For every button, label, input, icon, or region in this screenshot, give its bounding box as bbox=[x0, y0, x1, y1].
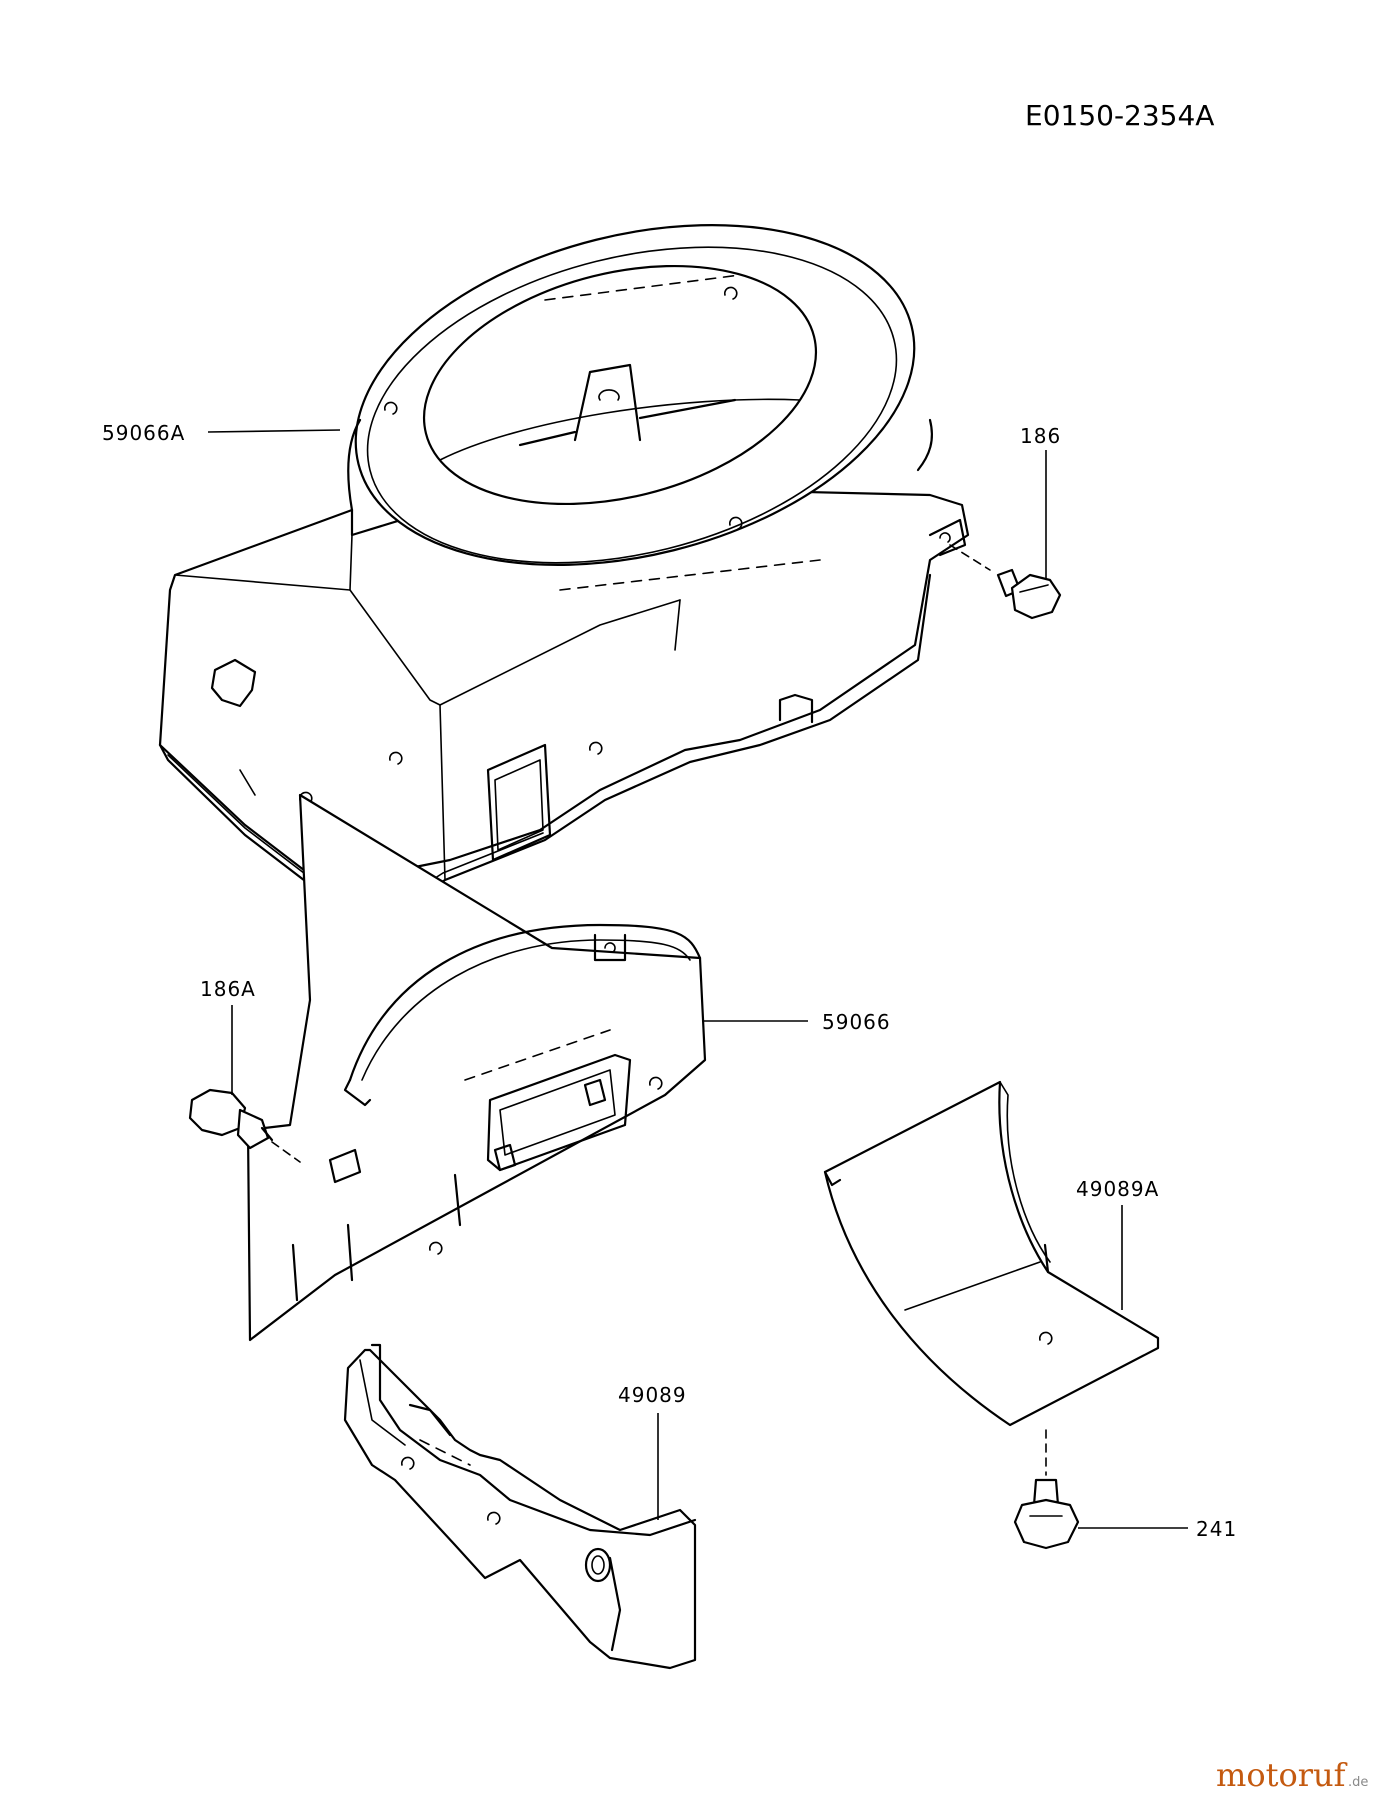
part-label-59066A[interactable]: 59066A bbox=[102, 421, 185, 445]
part-label-241[interactable]: 241 bbox=[1196, 1517, 1237, 1541]
part-label-186[interactable]: 186 bbox=[1020, 424, 1061, 448]
watermark-brand: motoruf bbox=[1216, 1756, 1348, 1794]
blower-housing-drawing bbox=[158, 224, 970, 917]
watermark: motoruf .de bbox=[1216, 1756, 1368, 1794]
part-label-49089[interactable]: 49089 bbox=[618, 1383, 687, 1407]
watermark-suffix: .de bbox=[1348, 1775, 1368, 1790]
bolt-186-drawing bbox=[949, 544, 1062, 620]
leader-lines bbox=[207, 429, 1188, 1529]
bolt-186A-drawing bbox=[188, 1088, 301, 1163]
part-label-59066[interactable]: 59066 bbox=[822, 1010, 891, 1034]
lower-shroud-drawing bbox=[343, 1343, 697, 1670]
nut-241-drawing bbox=[1013, 1429, 1080, 1550]
diagram-code: E0150-2354A bbox=[1025, 99, 1214, 132]
part-label-49089A[interactable]: 49089A bbox=[1076, 1177, 1159, 1201]
curved-plate-drawing bbox=[823, 1080, 1160, 1427]
part-label-186A[interactable]: 186A bbox=[200, 977, 256, 1001]
side-baffle-drawing bbox=[246, 793, 707, 1342]
